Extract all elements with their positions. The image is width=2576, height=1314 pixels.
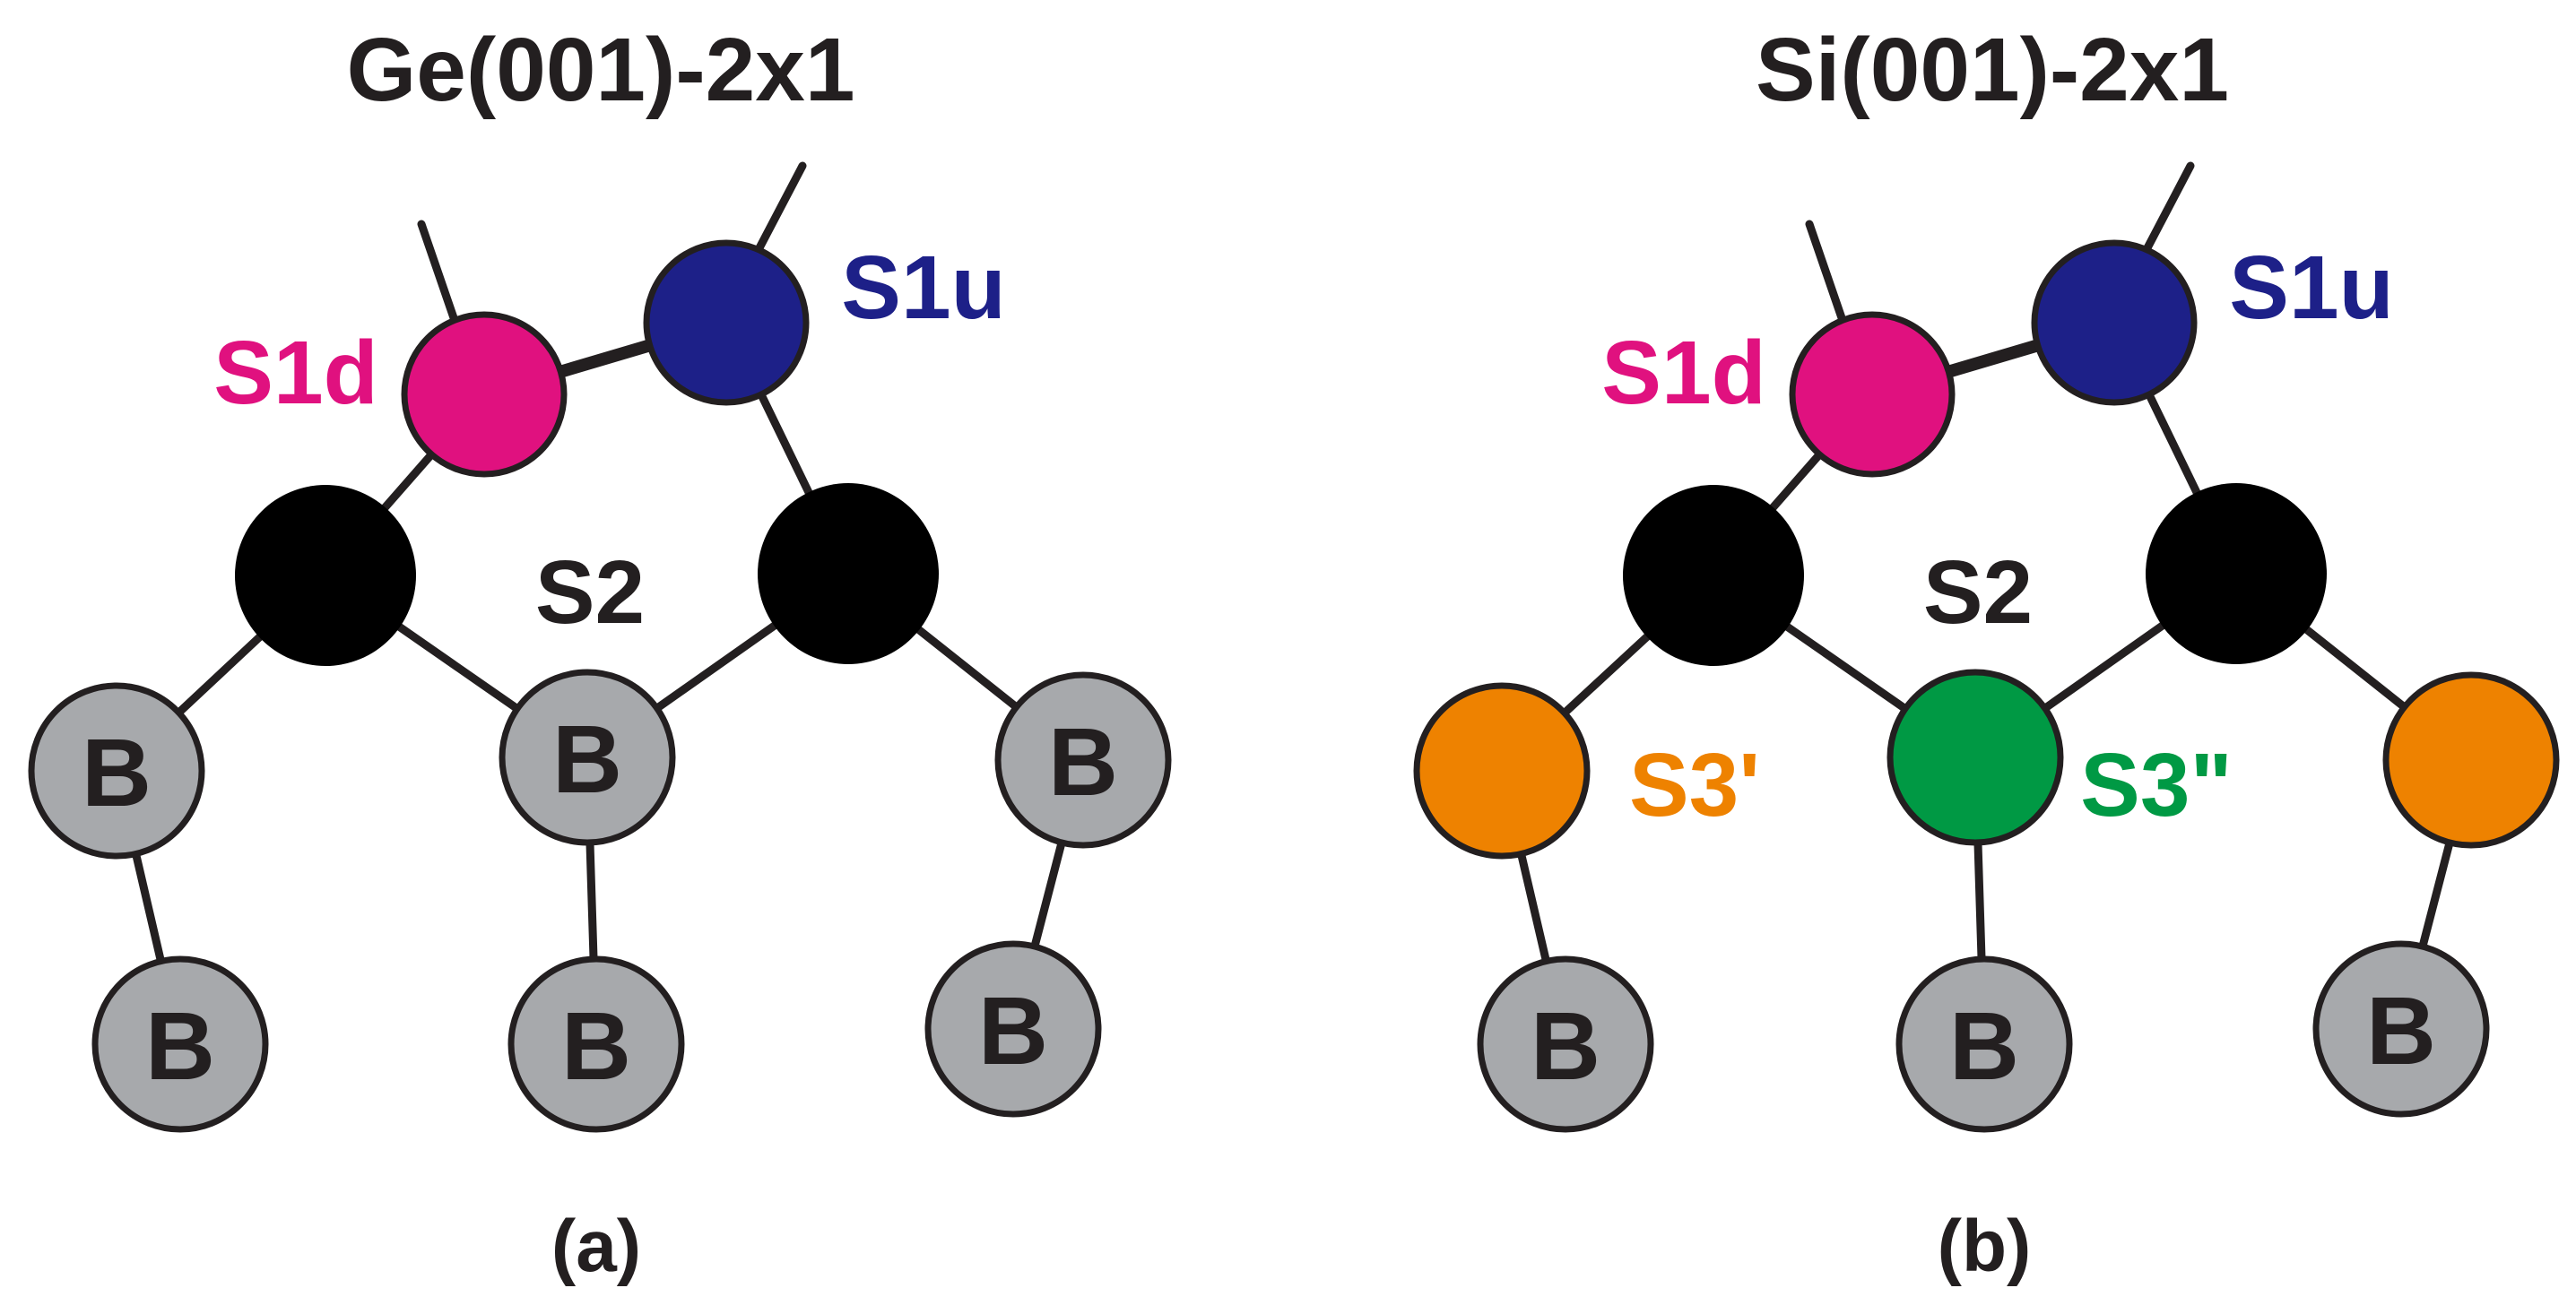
bulk-label: B xyxy=(145,991,215,1100)
label-s1u: S1u xyxy=(841,238,1005,338)
atom-s3-prime xyxy=(2382,671,2560,849)
label-s1u: S1u xyxy=(2229,238,2393,338)
atom-s2-left xyxy=(1623,485,1804,666)
bulk-label: B xyxy=(2366,976,2436,1085)
panel-a: Ge(001)-2x1 B B B B xyxy=(28,20,1172,1287)
bulk-label: B xyxy=(552,705,622,813)
atom-s1d xyxy=(1789,311,1956,478)
atom-s1u xyxy=(643,239,810,406)
atom-bulk xyxy=(499,669,676,846)
atom-s2-right xyxy=(758,483,939,664)
atom-bulk xyxy=(28,682,205,860)
dangling-bond-s1u xyxy=(749,161,807,264)
atom-bulk xyxy=(994,671,1172,849)
atom-bulk xyxy=(1477,955,1654,1133)
bulk-label: B xyxy=(82,718,152,826)
label-s1d: S1d xyxy=(1601,323,1765,423)
atom-bulk xyxy=(2312,940,2490,1118)
label-s1d: S1d xyxy=(213,323,377,423)
dangling-bond-s1u xyxy=(2137,161,2195,264)
label-s3-double-prime: S3" xyxy=(2080,735,2233,835)
bulk-label: B xyxy=(561,991,631,1100)
atom-s2-left xyxy=(235,485,416,666)
bulk-label: B xyxy=(1949,991,2019,1100)
label-s3-prime: S3' xyxy=(1629,735,1760,835)
label-s2: S2 xyxy=(1923,542,2033,643)
bulk-label: B xyxy=(1531,991,1600,1100)
bulk-label: B xyxy=(978,976,1048,1085)
panel-b: Si(001)-2x1 B B B xyxy=(1413,20,2560,1287)
bulk-label: B xyxy=(1048,707,1118,816)
label-s2: S2 xyxy=(535,542,645,643)
panel-b-title: Si(001)-2x1 xyxy=(1756,20,2229,120)
panel-a-caption: (a) xyxy=(551,1206,641,1287)
atom-bulk xyxy=(924,940,1102,1118)
panel-b-caption: (b) xyxy=(1938,1206,2032,1287)
atom-bulk xyxy=(507,955,685,1133)
atom-s1u xyxy=(2031,239,2198,406)
atom-s3-prime xyxy=(1413,682,1591,860)
panel-a-title: Ge(001)-2x1 xyxy=(347,20,855,120)
atom-bulk xyxy=(1895,955,2073,1133)
atom-s3-double-prime xyxy=(1886,669,2064,846)
atom-s1d xyxy=(401,311,568,478)
atom-s2-right xyxy=(2146,483,2327,664)
atom-bulk xyxy=(91,955,269,1133)
